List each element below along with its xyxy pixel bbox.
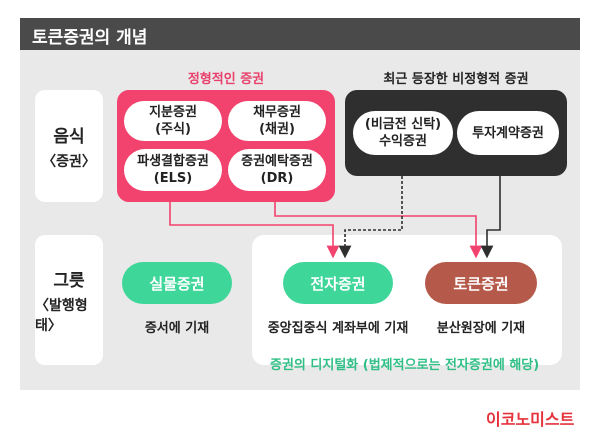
equity-securities-note: (주식) — [155, 122, 191, 137]
debt-securities-note: (채권) — [259, 122, 295, 137]
investment-contract-label: 투자계약증권 — [472, 125, 544, 141]
electronic-securities-desc: 중앙집중식 계좌부에 기재 — [267, 321, 409, 336]
title-bar: 토큰증권의 개념 — [20, 18, 580, 50]
derivative-securities-pill: 파생결합증권 (ELS) — [124, 149, 222, 191]
depositary-receipts-note: (DR) — [260, 171, 294, 186]
physical-securities-label: 실물증권 — [149, 274, 205, 293]
equity-securities-pill: 지분증권 (주식) — [124, 101, 222, 141]
token-securities-desc: 분산원장에 기재 — [436, 321, 526, 336]
trust-beneficiary-note: (비금전 신탁) — [364, 117, 442, 132]
atypical-to-electronic-line — [338, 176, 403, 259]
token-securities-label: 토큰증권 — [453, 274, 509, 293]
publisher-logo: 이코노미스트 — [486, 410, 575, 429]
digitalization-note: 증권의 디지털화 (법제적으로는 전자증권에 해당) — [270, 358, 540, 373]
row-label-container: 그릇 〈발행형태〉 — [35, 235, 103, 365]
standard-to-electronic-line — [169, 202, 340, 259]
debt-securities-label: 채무증권 — [253, 105, 301, 120]
investment-contract-pill: 투자계약증권 — [457, 111, 559, 155]
atypical-to-token-line — [480, 176, 501, 259]
row-label-underlying-sub: 〈증권〉 — [42, 153, 96, 170]
row-label-underlying: 음식 〈증권〉 — [35, 90, 103, 202]
physical-securities-desc: 증서에 기재 — [144, 321, 210, 336]
physical-securities-badge: 실물증권 — [122, 262, 232, 304]
token-securities-badge: 토큰증권 — [425, 262, 537, 304]
row-label-underlying-title: 음식 — [53, 126, 85, 147]
row-label-container-title: 그릇 — [53, 270, 85, 291]
row-label-container-sub: 〈발행형태〉 — [35, 297, 88, 334]
debt-securities-pill: 채무증권 (채권) — [228, 101, 326, 141]
standard-securities-caption: 정형적인 증권 — [187, 72, 265, 87]
trust-beneficiary-label: 수익증권 — [379, 134, 427, 149]
page-title: 토큰증권의 개념 — [32, 28, 148, 48]
electronic-securities-badge: 전자증권 — [283, 262, 393, 304]
equity-securities-label: 지분증권 — [149, 105, 197, 120]
derivative-securities-label: 파생결합증권 — [137, 154, 209, 169]
trust-beneficiary-pill: (비금전 신탁) 수익증권 — [353, 111, 453, 155]
atypical-securities-caption: 최근 등장한 비정형적 증권 — [383, 72, 529, 87]
electronic-securities-label: 전자증권 — [310, 274, 366, 293]
derivative-securities-note: (ELS) — [153, 171, 193, 186]
standard-to-token-line — [274, 202, 483, 259]
depositary-receipts-label: 증권예탁증권 — [241, 154, 313, 169]
depositary-receipts-pill: 증권예탁증권 (DR) — [228, 149, 326, 191]
